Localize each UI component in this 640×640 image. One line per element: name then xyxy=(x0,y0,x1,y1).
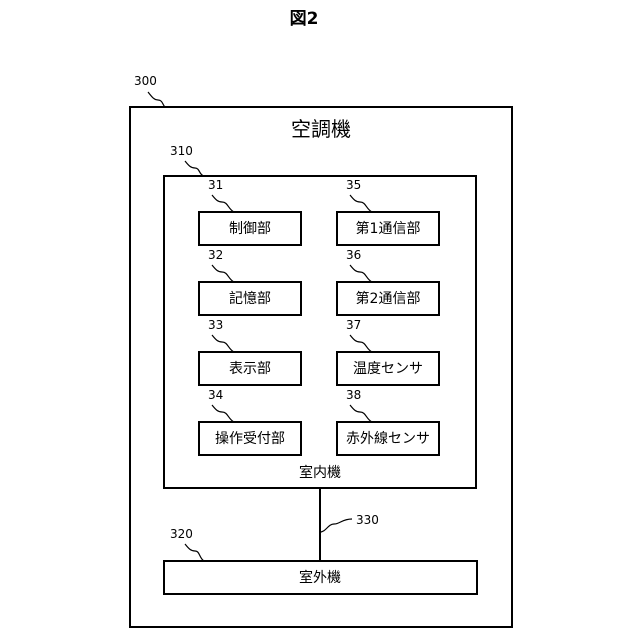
device-title: 空調機 xyxy=(291,117,351,141)
outdoor-unit-label: 室外機 xyxy=(299,569,341,586)
operation-receiving-unit-label: 操作受付部 xyxy=(215,431,285,447)
display-unit-label: 表示部 xyxy=(229,361,271,377)
temperature-sensor-label: 温度センサ xyxy=(353,361,423,377)
storage-unit-ref-number: 32 xyxy=(208,248,223,262)
second-communication-unit-ref-number: 36 xyxy=(346,248,361,262)
infrared-sensor-ref-number: 38 xyxy=(346,388,361,402)
temperature-sensor-ref-number: 37 xyxy=(346,318,361,332)
storage-unit-label: 記憶部 xyxy=(229,290,271,307)
indoor-unit-ref-number: 310 xyxy=(170,144,193,158)
first-communication-unit-label: 第1通信部 xyxy=(356,220,421,237)
operation-receiving-unit-ref-number: 34 xyxy=(208,388,223,402)
connection-ref-number: 330 xyxy=(356,513,379,527)
infrared-sensor-label: 赤外線センサ xyxy=(346,431,430,447)
device-leader-line xyxy=(148,92,168,108)
first-communication-unit-ref-number: 35 xyxy=(346,178,361,192)
second-communication-unit-label: 第2通信部 xyxy=(356,290,421,307)
control-unit-label: 制御部 xyxy=(229,221,271,237)
indoor-unit-label: 室内機 xyxy=(299,464,341,481)
figure-title: 図2 xyxy=(290,9,319,29)
display-unit-ref-number: 33 xyxy=(208,318,223,332)
outdoor-unit-ref-number: 320 xyxy=(170,527,193,541)
device-ref-number: 300 xyxy=(134,74,157,88)
control-unit-ref-number: 31 xyxy=(208,178,223,192)
